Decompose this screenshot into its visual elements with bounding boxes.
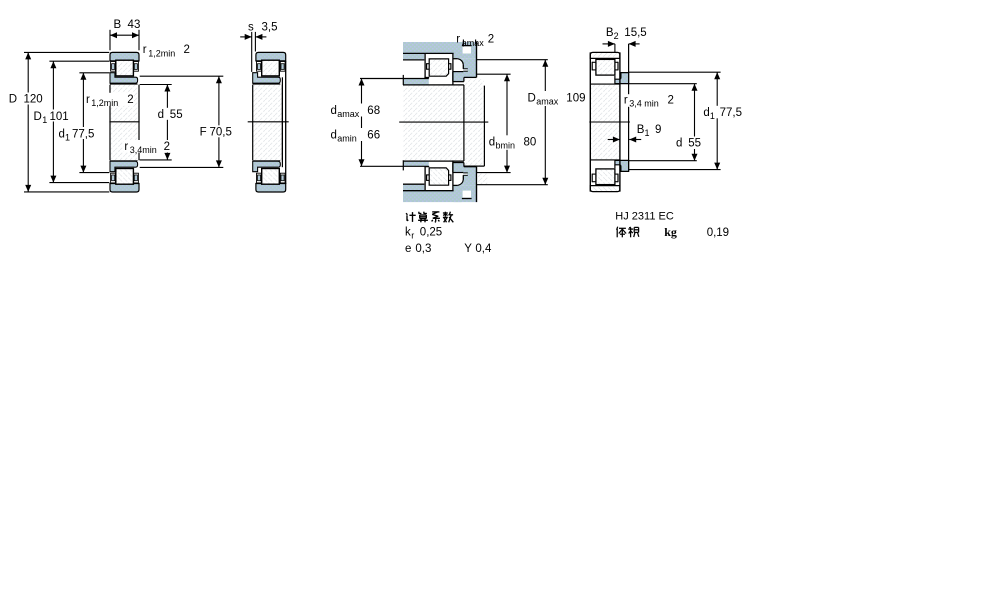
svg-text:HJ 2311 EC: HJ 2311 EC (615, 211, 674, 223)
svg-text:1: 1 (65, 132, 70, 142)
svg-text:B: B (637, 124, 645, 136)
svg-text:D 120: D 120 (9, 94, 43, 106)
svg-text:1: 1 (645, 128, 650, 138)
svg-text:1: 1 (42, 115, 47, 125)
svg-text:101: 101 (50, 111, 69, 123)
svg-text:2: 2 (164, 141, 170, 153)
svg-text:2: 2 (184, 44, 190, 56)
svg-text:68: 68 (367, 105, 380, 117)
svg-text:d: d (331, 129, 337, 141)
svg-text:B: B (606, 27, 614, 39)
svg-text:k: k (405, 227, 411, 239)
svg-text:9: 9 (655, 124, 661, 136)
svg-text:r: r (124, 141, 128, 153)
svg-text:77,5: 77,5 (720, 107, 742, 119)
svg-text:Y: Y (464, 243, 472, 255)
svg-text:66: 66 (367, 129, 380, 141)
svg-text:1,2min: 1,2min (148, 49, 175, 59)
svg-text:2: 2 (127, 94, 133, 106)
svg-text:D: D (528, 92, 536, 104)
svg-text:55: 55 (688, 138, 701, 150)
svg-text:d: d (59, 128, 65, 140)
svg-text:55: 55 (170, 109, 183, 121)
svg-text:d: d (676, 138, 682, 150)
svg-text:0,3: 0,3 (415, 243, 431, 255)
svg-text:r: r (456, 34, 460, 46)
svg-text:amax: amax (536, 97, 559, 107)
svg-text:d: d (489, 136, 495, 148)
svg-text:d: d (158, 109, 164, 121)
svg-text:2: 2 (668, 94, 674, 106)
svg-text:kg: kg (664, 225, 677, 239)
svg-text:bmin: bmin (496, 141, 516, 151)
svg-text:r: r (624, 94, 628, 106)
svg-text:s: s (248, 21, 254, 33)
svg-text:1: 1 (710, 111, 715, 121)
svg-text:d: d (331, 105, 337, 117)
svg-text:amin: amin (337, 134, 357, 144)
svg-text:r: r (143, 44, 147, 56)
svg-text:80: 80 (524, 136, 537, 148)
svg-text:F: F (200, 127, 207, 139)
svg-text:2: 2 (614, 31, 619, 41)
svg-text:0,4: 0,4 (475, 243, 492, 255)
svg-text:2: 2 (488, 34, 494, 46)
svg-text:70,5: 70,5 (210, 127, 232, 139)
svg-text:amax: amax (337, 109, 360, 119)
svg-text:3,5: 3,5 (262, 21, 278, 33)
svg-text:0,25: 0,25 (420, 227, 442, 239)
svg-text:D: D (34, 111, 42, 123)
svg-text:3,4min: 3,4min (130, 145, 157, 155)
svg-text:r: r (86, 94, 90, 106)
svg-text:77,5: 77,5 (72, 128, 94, 140)
svg-text:r: r (411, 231, 414, 241)
svg-text:109: 109 (566, 92, 585, 104)
svg-text:15,5: 15,5 (624, 27, 646, 39)
svg-text:amax: amax (462, 38, 485, 48)
svg-text:0,19: 0,19 (707, 227, 729, 239)
svg-text:d: d (703, 107, 709, 119)
svg-text:1,2min: 1,2min (91, 98, 118, 108)
svg-text:e: e (405, 243, 411, 255)
svg-text:3,4 min: 3,4 min (629, 99, 659, 109)
svg-text:B 43: B 43 (114, 19, 141, 31)
